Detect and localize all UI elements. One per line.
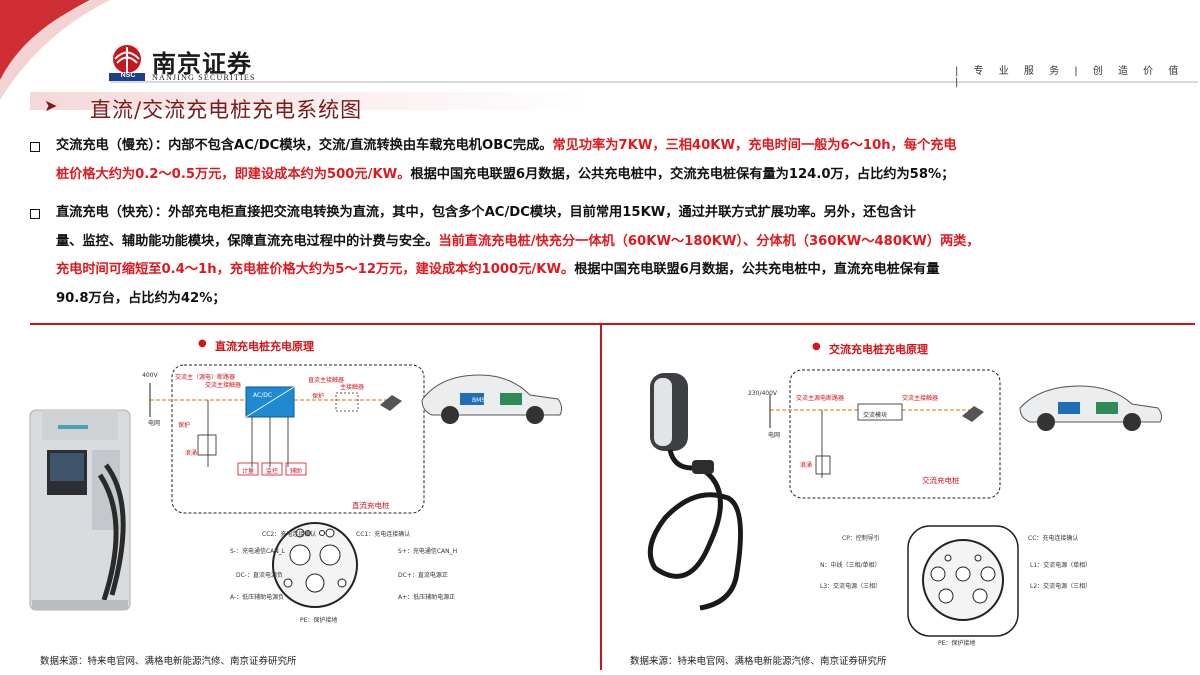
logo-en-text: NANJING SECURITIES	[152, 73, 256, 82]
dc-voltage-label: 400V	[142, 372, 158, 379]
ac-surge-label: 浪涌	[800, 462, 813, 469]
ac-schematic	[769, 369, 1163, 637]
dc-diagram-title: 直流充电桩充电原理	[215, 340, 314, 353]
paragraph-line: 充电时间可缩短至0.4～1h，充电桩价格大约为5～12万元，建设成本约1000元…	[56, 256, 1186, 285]
ac-contactor-label: 交流主接触器	[902, 395, 939, 402]
dc-schematic	[149, 364, 563, 608]
ac-plug-pe: PE：保护接地	[938, 640, 976, 647]
ac-breaker-label: 交流主源电断路器	[796, 395, 845, 402]
logo-abbr: NSC	[120, 72, 136, 79]
ac-diagram-title: 交流充电桩充电原理	[829, 343, 928, 356]
diagram-bullet-icon: ●	[812, 341, 821, 352]
highlight-text: 当前直流充电桩/快充分一体机（60KW～180KW）、分体机（360KW～480…	[438, 233, 980, 249]
highlight-text: 桩价格大约为0.2～0.5万元，即建设成本约为500元/KW。	[56, 166, 411, 182]
ac-plug-n: N：中线（三相/单相）	[820, 562, 881, 569]
body-text: 90.8万台，占比约为42%；	[56, 290, 226, 306]
paragraph-line: 直流充电（快充）：外部充电柜直接把交流电转换为直流，其中，包含多个AC/DC模块…	[56, 199, 1186, 228]
dc-plug-cc2: CC2：充电连接确认	[262, 531, 317, 538]
dc-contactor-label: 交流主接触器	[205, 382, 242, 389]
dc-plug-s-plus: S+：充电通信CAN_H	[398, 548, 458, 555]
ac-source-note: 数据来源：特来电官网、满格电新能源汽修、南京证券研究所	[630, 656, 887, 667]
nsc-logo-icon	[109, 45, 145, 81]
dc-plug-cc1: CC1：充电连接确认	[356, 531, 411, 538]
bullet-icon	[30, 142, 40, 152]
dc-plug-a-plus: A+：低压辅助电源正	[398, 594, 456, 601]
ac-plug-l3: L3：交流电源（三相）	[820, 583, 882, 590]
dc-surge-label: 浪涌	[185, 450, 198, 457]
dc-charger-cabinet-image	[29, 409, 131, 611]
body-text: 量、监控、辅助能功能模块，保障直流充电过程中的计费与安全。	[56, 233, 439, 249]
dc-monitor-label: 监控	[266, 468, 279, 475]
dc-grid-label: 电网	[148, 420, 161, 427]
ac-plug-l2: L2：交流电源（三相）	[1030, 583, 1092, 590]
dc-box-label: 直流充电桩	[352, 501, 390, 510]
ac-voltage-label: 230/400V	[748, 390, 778, 397]
dc-acdc-label: AC/DC	[253, 392, 273, 399]
body-text: 根据中国充电联盟6月数据，公共充电桩中，交流充电桩保有量为124.0万，占比约为…	[410, 166, 955, 182]
dc-main-relay-label: 直流主接触器	[308, 377, 345, 384]
ac-box-label: 交流充电桩	[922, 476, 960, 485]
paragraph-line: 90.8万台，占比约为42%；	[56, 285, 1186, 314]
dc-protect-left-label: 保护	[178, 422, 191, 429]
dc-breaker-label: 交流主（源电）断路器	[175, 374, 236, 381]
body-text: 直流充电（快充）：外部充电柜直接把交流电转换为直流，其中，包含多个AC/DC模块…	[56, 205, 916, 220]
highlight-text: 常见功率为7KW，三相40KW，充电时间一般为6～10h，每个充电	[552, 138, 957, 153]
body-text: 交流充电（慢充）：内部不包含AC/DC模块，交流/直流转换由车载充电机OBC完成…	[56, 138, 553, 153]
ac-plug-l1: L1：交流电源（单相）	[1030, 562, 1092, 569]
ac-wallbox-image	[647, 373, 743, 611]
paragraph-dc: 直流充电（快充）：外部充电柜直接把交流电转换为直流，其中，包含多个AC/DC模块…	[56, 199, 1186, 313]
header-tagline: | 专 业 服 务 | 创 造 价 值 |	[955, 66, 1185, 88]
body-text: 根据中国充电联盟6月数据，公共充电桩中，直流充电桩保有量	[574, 262, 940, 277]
highlight-text: 充电时间可缩短至0.4～1h，充电桩价格大约为5～12万元，建设成本约1000元…	[56, 262, 575, 277]
dc-protect-label: 保护	[312, 393, 325, 400]
header-decoration	[0, 0, 1198, 110]
dc-plug-dc-plus: DC+：直流电源正	[398, 572, 448, 579]
dc-meter-label: 计量	[242, 468, 255, 475]
paragraph-line: 量、监控、辅助能功能模块，保障直流充电过程中的计费与安全。当前直流充电桩/快充分…	[56, 228, 1186, 257]
paragraph-line: 桩价格大约为0.2～0.5万元，即建设成本约为500元/KW。根据中国充电联盟6…	[56, 161, 1186, 190]
vertical-divider	[600, 325, 602, 670]
dc-bms-label: BMS	[472, 397, 486, 404]
dc-aux-label: 辅助	[290, 468, 303, 475]
diagram-bullet-icon: ●	[198, 338, 207, 349]
section-divider	[30, 323, 1195, 325]
dc-plug-a-minus: A-：低压辅助电源负	[230, 594, 285, 601]
bullet-icon	[30, 209, 40, 219]
paragraph-ac: 交流充电（慢充）：内部不包含AC/DC模块，交流/直流转换由车载充电机OBC完成…	[56, 132, 1186, 189]
section-title: 直流/交流充电桩充电系统图	[90, 98, 363, 122]
ac-grid-label: 电网	[768, 432, 781, 439]
section-arrow-icon: ➤	[44, 96, 58, 115]
ac-plug-cp: CP：控制导引	[842, 535, 880, 542]
dc-source-note: 数据来源：特来电官网、满格电新能源汽修、南京证券研究所	[40, 656, 297, 667]
dc-plug-s-minus: S-：充电通信CAN_L	[230, 548, 286, 555]
ac-plug-cc: CC：充电连接确认	[1028, 535, 1079, 542]
ac-module-label: 交流模块	[863, 412, 888, 419]
dc-fuse-label: 主接触器	[340, 384, 365, 391]
dc-plug-dc-minus: DC-：直流电源负	[236, 572, 283, 579]
logo-cn-text: 南京证券	[152, 49, 252, 78]
paragraph-line: 交流充电（慢充）：内部不包含AC/DC模块，交流/直流转换由车载充电机OBC完成…	[56, 132, 1186, 161]
dc-plug-pe: PE：保护接地	[300, 617, 338, 624]
